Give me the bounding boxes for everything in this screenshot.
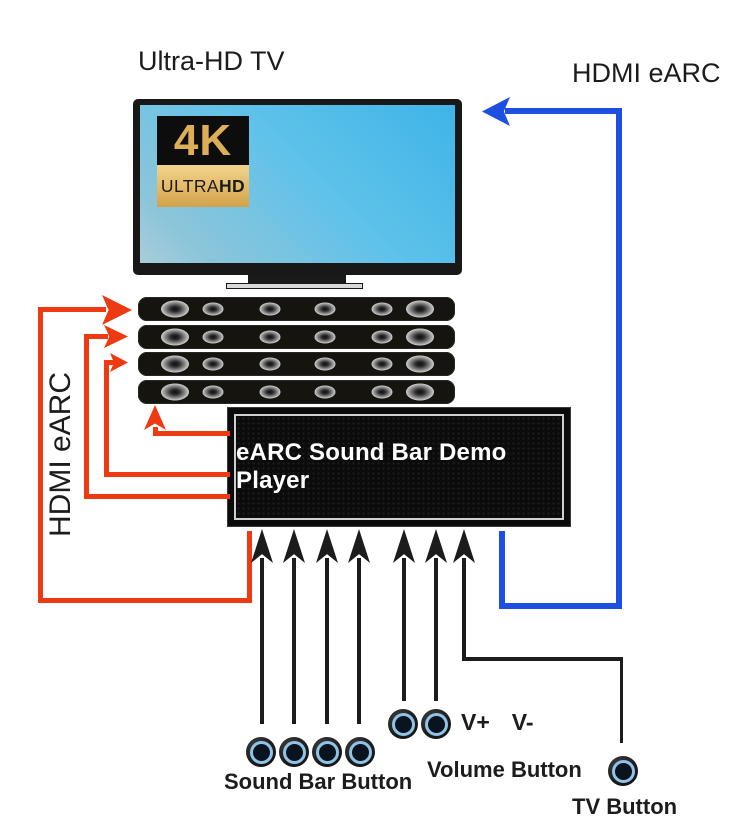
sound-bar-button-label: Sound Bar Button xyxy=(224,769,413,794)
sound-bar-button-4 xyxy=(345,737,375,767)
tv-stand-neck xyxy=(248,275,346,283)
sound-bar-4 xyxy=(138,380,455,404)
tv-button-line-horizontal xyxy=(462,657,623,661)
4k-text: 4K xyxy=(173,115,233,165)
black-arrow-line-2 xyxy=(292,558,296,724)
volume-vplus-vminus-labels: V+ V- xyxy=(461,709,534,736)
black-arrow-line-6 xyxy=(434,558,438,701)
ultra-text: ULTRA xyxy=(160,175,219,196)
hdmi-earc-label-right: HDMI eARC xyxy=(572,58,721,88)
speaker-driver xyxy=(161,328,190,346)
4k-badge-top: 4K xyxy=(157,116,249,165)
sound-bar-button-1 xyxy=(246,737,276,767)
hd-text: HD xyxy=(219,175,246,196)
sound-bar-button-3-ring xyxy=(315,740,339,764)
tv-button-label: TV Button xyxy=(572,794,678,819)
blue-line-riser xyxy=(499,531,505,607)
speaker-driver xyxy=(314,385,336,399)
volume-down-button-ring xyxy=(424,712,448,736)
speaker-driver xyxy=(314,357,336,371)
black-arrow-line-3 xyxy=(325,558,329,724)
speaker-driver xyxy=(371,330,393,344)
black-arrow-line-5 xyxy=(402,558,406,701)
speaker-driver xyxy=(161,300,190,318)
black-arrow-line-4 xyxy=(357,558,361,724)
blue-line-right-vertical xyxy=(616,108,622,609)
sound-bar-button-1-ring xyxy=(249,740,273,764)
red-line-c-feed xyxy=(104,472,230,477)
speaker-driver xyxy=(202,357,224,371)
speaker-driver xyxy=(371,385,393,399)
red-arrowhead-soundbar1 xyxy=(102,295,132,325)
speaker-driver xyxy=(406,383,435,401)
red-line-c-vertical xyxy=(104,360,109,477)
speaker-driver xyxy=(371,302,393,316)
hdmi-earc-label-left: HDMI eARC xyxy=(44,371,77,537)
volume-up-button-ring xyxy=(391,712,415,736)
sound-bar-1 xyxy=(138,297,455,321)
speaker-driver xyxy=(202,385,224,399)
v-plus-label: V+ xyxy=(461,709,490,735)
speaker-driver xyxy=(161,355,190,373)
volume-up-button xyxy=(388,709,418,739)
demo-player-face: eARC Sound Bar Demo Player xyxy=(234,414,564,520)
speaker-driver xyxy=(406,355,435,373)
speaker-driver xyxy=(161,383,190,401)
speaker-driver xyxy=(259,330,281,344)
blue-line-bottom xyxy=(499,603,622,609)
speaker-driver xyxy=(314,330,336,344)
speaker-driver xyxy=(202,330,224,344)
speaker-driver xyxy=(406,300,435,318)
sound-bar-button-4-ring xyxy=(348,740,372,764)
red-line-b-feed xyxy=(84,494,230,499)
blue-line-top xyxy=(505,108,622,114)
red-line-a-bottom xyxy=(38,598,252,603)
volume-button-label: Volume Button xyxy=(427,757,582,782)
speaker-driver xyxy=(259,385,281,399)
tv-stand-base xyxy=(226,283,363,289)
sound-bar-button-2-ring xyxy=(282,740,306,764)
speaker-driver xyxy=(406,328,435,346)
black-arrow-line-1 xyxy=(260,558,264,724)
sound-bar-button-3 xyxy=(312,737,342,767)
tv-button xyxy=(608,756,638,786)
v-minus-label: V- xyxy=(511,709,534,735)
red-line-d-feed xyxy=(153,431,230,436)
red-line-b-horizontal xyxy=(84,334,108,339)
red-line-c-horizontal xyxy=(104,360,116,365)
demo-player-label: eARC Sound Bar Demo Player xyxy=(236,439,507,494)
sound-bar-3 xyxy=(138,352,455,376)
speaker-driver xyxy=(314,302,336,316)
red-line-a-horizontal xyxy=(38,307,106,312)
speaker-driver xyxy=(371,357,393,371)
ultra-hd-tv-label: Ultra-HD TV xyxy=(138,46,285,76)
tv-button-ring xyxy=(611,759,635,783)
sound-bar-2 xyxy=(138,325,455,349)
demo-player-box: eARC Sound Bar Demo Player xyxy=(228,408,570,526)
speaker-driver xyxy=(259,302,281,316)
tv-button-line-vertical xyxy=(619,657,623,743)
speaker-driver xyxy=(202,302,224,316)
red-line-a-vertical xyxy=(38,307,43,603)
red-line-a-riser xyxy=(247,531,252,603)
speaker-driver xyxy=(259,357,281,371)
volume-down-button xyxy=(421,709,451,739)
red-line-b-vertical xyxy=(84,334,89,499)
sound-bar-button-2 xyxy=(279,737,309,767)
black-arrow-line-7 xyxy=(462,558,466,660)
